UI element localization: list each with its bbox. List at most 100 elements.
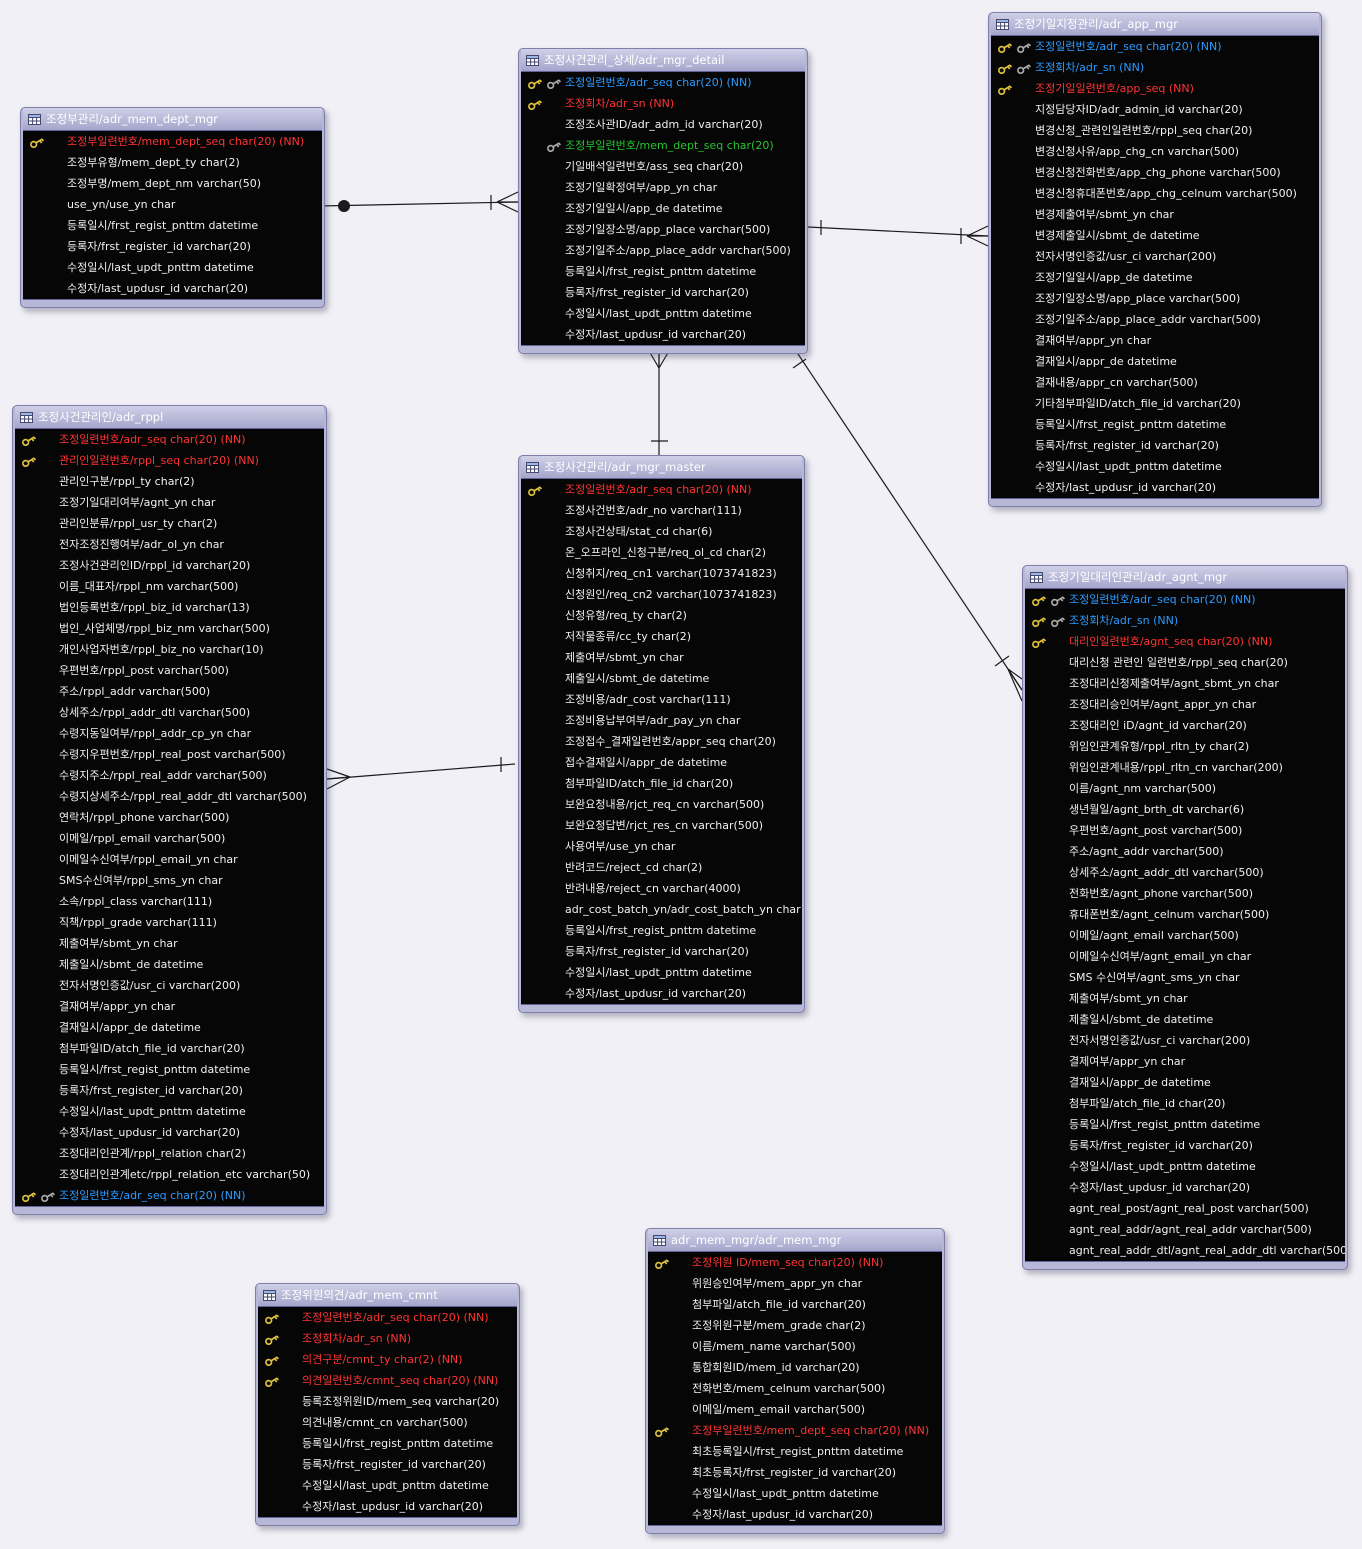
relation-line[interactable]: [319, 201, 519, 207]
field-row[interactable]: 조정기일장소명/app_place varchar(500): [991, 288, 1319, 309]
field-row[interactable]: 전화번호/mem_celnum varchar(500): [648, 1378, 942, 1399]
field-row[interactable]: 수정일시/last_updt_pnttm datetime: [648, 1483, 942, 1504]
field-row[interactable]: 신청원인/req_cn2 varchar(1073741823): [521, 584, 802, 605]
field-row[interactable]: 사용여부/use_yn char: [521, 836, 802, 857]
field-row[interactable]: 조정기일대리여부/agnt_yn char: [15, 492, 324, 513]
field-row[interactable]: 결재여부/appr_yn char: [991, 330, 1319, 351]
field-row[interactable]: 신청유형/req_ty char(2): [521, 605, 802, 626]
field-row[interactable]: 첨부파일ID/atch_file_id varchar(20): [15, 1038, 324, 1059]
field-row[interactable]: 결재일시/appr_de datetime: [1025, 1072, 1345, 1093]
field-row[interactable]: 지정담당자ID/adr_admin_id varchar(20): [991, 99, 1319, 120]
field-row[interactable]: 수정자/last_updusr_id varchar(20): [521, 324, 805, 345]
entity-header[interactable]: 조정사건관리/adr_mgr_master: [521, 456, 802, 478]
field-row[interactable]: 수령지우편번호/rppl_real_post varchar(500): [15, 744, 324, 765]
field-row[interactable]: 변경신청_관련인일련번호/rppl_seq char(20): [991, 120, 1319, 141]
relation-line[interactable]: [1007, 668, 1023, 691]
relation-line[interactable]: [326, 763, 516, 780]
field-row[interactable]: 조정대리신청제출여부/agnt_sbmt_yn char: [1025, 673, 1345, 694]
field-row[interactable]: 조정대리승인여부/agnt_appr_yn char: [1025, 694, 1345, 715]
field-row[interactable]: 전자서명인증값/usr_ci varchar(200): [991, 246, 1319, 267]
field-row[interactable]: 법인등록번호/rppl_biz_id varchar(13): [15, 597, 324, 618]
field-row[interactable]: agnt_real_addr_dtl/agnt_real_addr_dtl va…: [1025, 1240, 1345, 1261]
field-row[interactable]: 조정사건상태/stat_cd char(6): [521, 521, 802, 542]
field-row[interactable]: 조정대리인관계/rppl_relation char(2): [15, 1143, 324, 1164]
field-row[interactable]: 조정비용/adr_cost varchar(111): [521, 689, 802, 710]
field-row[interactable]: 이메일/agnt_email varchar(500): [1025, 925, 1345, 946]
field-row[interactable]: 수정자/last_updusr_id varchar(20): [258, 1496, 517, 1517]
field-row[interactable]: 기일배석일련번호/ass_seq char(20): [521, 156, 805, 177]
field-row[interactable]: agnt_real_addr/agnt_real_addr varchar(50…: [1025, 1219, 1345, 1240]
field-row[interactable]: 제출여부/sbmt_yn char: [521, 647, 802, 668]
field-row[interactable]: 조정기일확정여부/app_yn char: [521, 177, 805, 198]
field-row[interactable]: 조정일련번호/adr_seq char(20) (NN): [521, 72, 805, 93]
field-row[interactable]: 등록일시/frst_regist_pnttm datetime: [23, 215, 322, 236]
field-row[interactable]: 수정일시/last_updt_pnttm datetime: [1025, 1156, 1345, 1177]
field-row[interactable]: 변경신청사유/app_chg_cn varchar(500): [991, 141, 1319, 162]
field-row[interactable]: 변경제출일시/sbmt_de datetime: [991, 225, 1319, 246]
field-row[interactable]: 등록일시/frst_regist_pnttm datetime: [15, 1059, 324, 1080]
field-row[interactable]: 이메일/mem_email varchar(500): [648, 1399, 942, 1420]
field-row[interactable]: 조정기일일시/app_de datetime: [521, 198, 805, 219]
field-row[interactable]: 대리인일련번호/agnt_seq char(20) (NN): [1025, 631, 1345, 652]
field-row[interactable]: 수정자/last_updusr_id varchar(20): [648, 1504, 942, 1525]
field-row[interactable]: 보완요청내용/rjct_req_cn varchar(500): [521, 794, 802, 815]
relation-line[interactable]: [496, 191, 519, 203]
field-row[interactable]: 최초등록일시/frst_regist_pnttm datetime: [648, 1441, 942, 1462]
field-row[interactable]: 등록일시/frst_regist_pnttm datetime: [521, 261, 805, 282]
relation-line[interactable]: [326, 776, 351, 780]
field-row[interactable]: 생년월일/agnt_brth_dt varchar(6): [1025, 799, 1345, 820]
field-row[interactable]: 등록일시/frst_regist_pnttm datetime: [1025, 1114, 1345, 1135]
field-row[interactable]: 결재일시/appr_de datetime: [15, 1017, 324, 1038]
field-row[interactable]: 이메일수신여부/agnt_email_yn char: [1025, 946, 1345, 967]
relation-line[interactable]: [807, 226, 989, 237]
field-row[interactable]: 우편번호/rppl_post varchar(500): [15, 660, 324, 681]
field-row[interactable]: 제출일시/sbmt_de datetime: [521, 668, 802, 689]
field-row[interactable]: 통합회원ID/mem_id varchar(20): [648, 1357, 942, 1378]
field-row[interactable]: 수정자/last_updusr_id varchar(20): [23, 278, 322, 299]
field-row[interactable]: 조정사건관리인ID/rppl_id varchar(20): [15, 555, 324, 576]
field-row[interactable]: 첨부파일ID/atch_file_id char(20): [521, 773, 802, 794]
field-row[interactable]: 조정기일장소명/app_place varchar(500): [521, 219, 805, 240]
field-row[interactable]: 조정기일일련번호/app_seq (NN): [991, 78, 1319, 99]
relation-line[interactable]: [326, 768, 351, 778]
field-row[interactable]: 결재일시/appr_de datetime: [991, 351, 1319, 372]
field-row[interactable]: 전자서명인증값/usr_ci varchar(200): [1025, 1030, 1345, 1051]
field-row[interactable]: 이름/mem_name varchar(500): [648, 1336, 942, 1357]
field-row[interactable]: 조정회차/adr_sn (NN): [258, 1328, 517, 1349]
entity-header[interactable]: 조정사건관리_상세/adr_mgr_detail: [521, 49, 805, 71]
field-row[interactable]: 상세주소/rppl_addr_dtl varchar(500): [15, 702, 324, 723]
entity-header[interactable]: 조정기일대리인관리/adr_agnt_mgr: [1025, 566, 1345, 588]
field-row[interactable]: 제출일시/sbmt_de datetime: [15, 954, 324, 975]
field-row[interactable]: 수정일시/last_updt_pnttm datetime: [521, 962, 802, 983]
field-row[interactable]: SMS 수신여부/agnt_sms_yn char: [1025, 967, 1345, 988]
field-row[interactable]: 조정부일련번호/mem_dept_seq char(20) (NN): [23, 131, 322, 152]
field-row[interactable]: 조정일련번호/adr_seq char(20) (NN): [1025, 589, 1345, 610]
field-row[interactable]: 조정부명/mem_dept_nm varchar(50): [23, 173, 322, 194]
relation-line[interactable]: [1007, 668, 1023, 680]
field-row[interactable]: 제출여부/sbmt_yn char: [1025, 988, 1345, 1009]
entity-header[interactable]: 조정기일지정관리/adr_app_mgr: [991, 13, 1319, 35]
field-row[interactable]: 조정부일련번호/mem_dept_seq char(20): [521, 135, 805, 156]
field-row[interactable]: 이메일수신여부/rppl_email_yn char: [15, 849, 324, 870]
field-row[interactable]: 이름_대표자/rppl_nm varchar(500): [15, 576, 324, 597]
field-row[interactable]: 등록일시/frst_regist_pnttm datetime: [258, 1433, 517, 1454]
entity-header[interactable]: 조정부관리/adr_mem_dept_mgr: [23, 108, 322, 130]
relation-line[interactable]: [1007, 668, 1023, 702]
field-row[interactable]: 등록자/frst_register_id varchar(20): [15, 1080, 324, 1101]
field-row[interactable]: 등록일시/frst_regist_pnttm datetime: [521, 920, 802, 941]
field-row[interactable]: 수정자/last_updusr_id varchar(20): [15, 1122, 324, 1143]
field-row[interactable]: 변경신청휴대폰번호/app_chg_celnum varchar(500): [991, 183, 1319, 204]
field-row[interactable]: use_yn/use_yn char: [23, 194, 322, 215]
field-row[interactable]: 수정자/last_updusr_id varchar(20): [1025, 1177, 1345, 1198]
field-row[interactable]: SMS수신여부/rppl_sms_yn char: [15, 870, 324, 891]
field-row[interactable]: 접수결재일시/appr_de datetime: [521, 752, 802, 773]
relation-line[interactable]: [994, 655, 1010, 667]
relation-line[interactable]: [496, 201, 519, 213]
field-row[interactable]: 수정일시/last_updt_pnttm datetime: [258, 1475, 517, 1496]
field-row[interactable]: 전자서명인증값/usr_ci varchar(200): [15, 975, 324, 996]
field-row[interactable]: 결재여부/appr_yn char: [15, 996, 324, 1017]
field-row[interactable]: 전자조정진행여부/adr_ol_yn char: [15, 534, 324, 555]
field-row[interactable]: 상세주소/agnt_addr_dtl varchar(500): [1025, 862, 1345, 883]
